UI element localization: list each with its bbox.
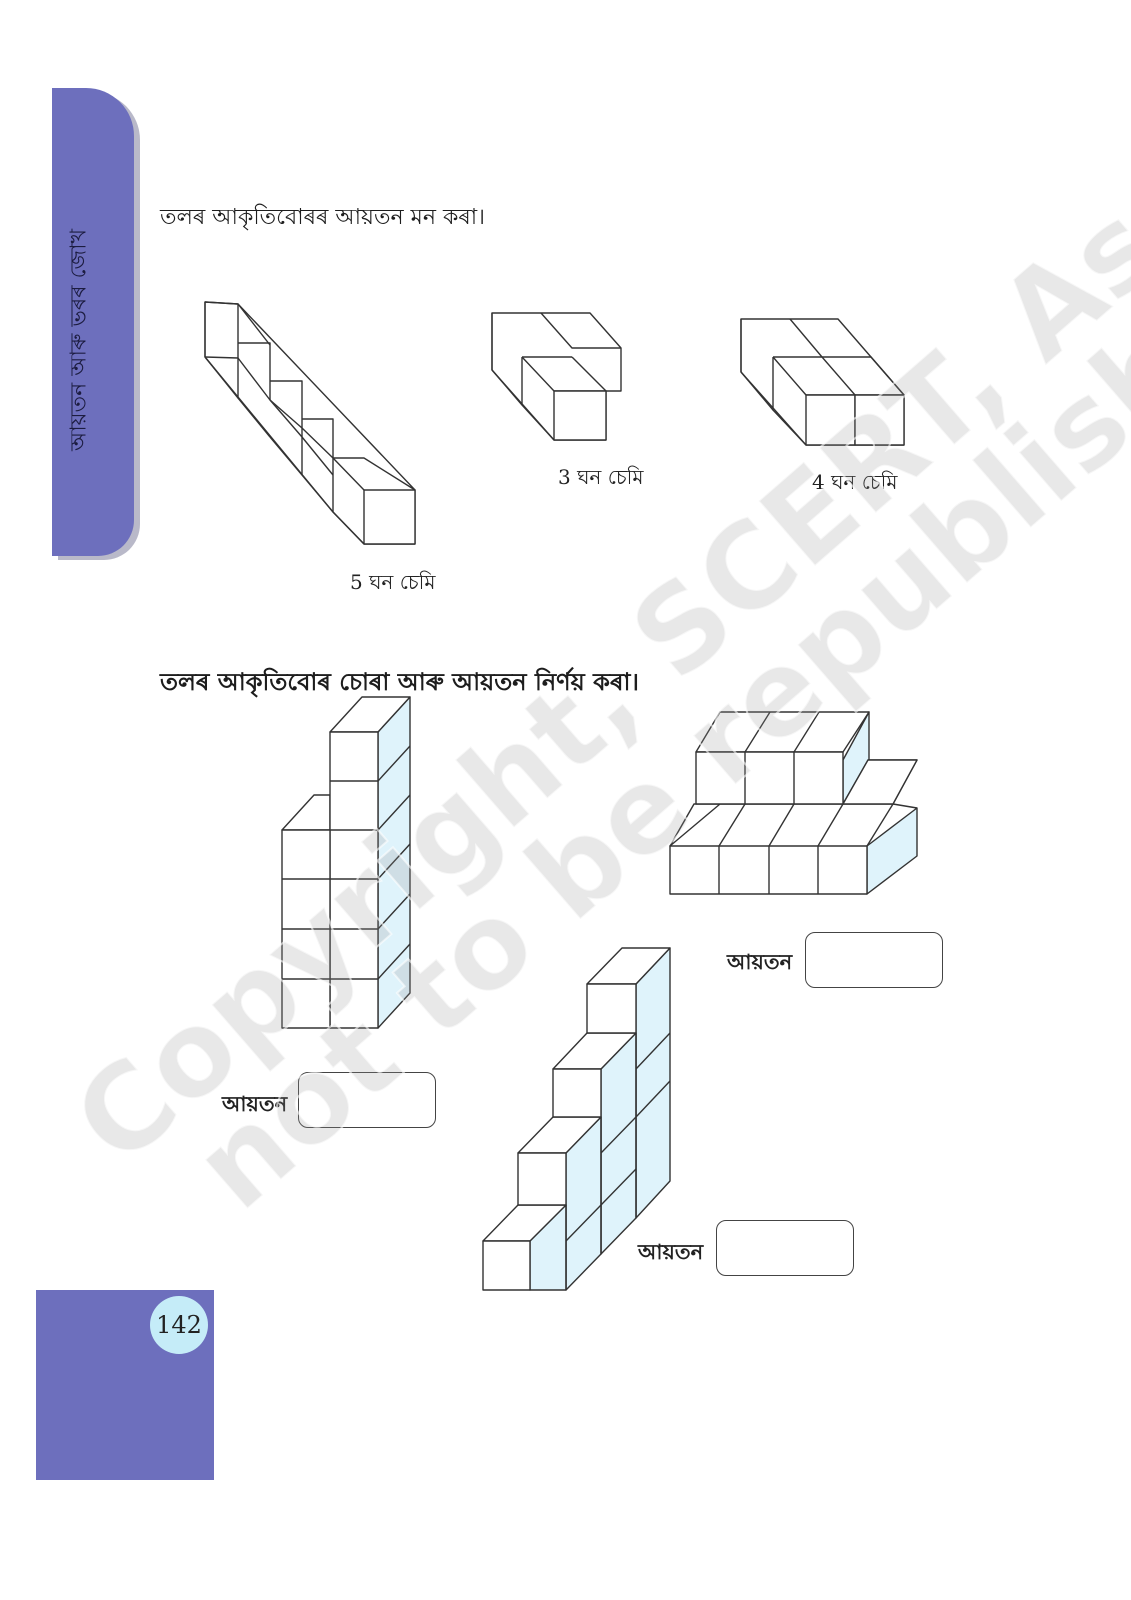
exercise-figure-staircase <box>482 947 671 1291</box>
exercise-figure-tower <box>281 696 411 1029</box>
instruction-find-volume: তলৰ আকৃতিবোৰ চোৰা আৰু আয়তন নিৰ্ণয় কৰা। <box>160 667 640 696</box>
example-figure-3-cubes <box>491 312 622 441</box>
caption-4-cubes: 4 ঘন চেমি <box>812 470 898 494</box>
volume-answer-box-tower[interactable] <box>298 1072 436 1128</box>
caption-3-cubes: 3 ঘন চেমি <box>558 465 644 489</box>
caption-5-cubes: 5 ঘন চেমি <box>350 570 436 594</box>
chapter-side-tab <box>52 88 134 556</box>
page-number: 142 <box>150 1296 208 1354</box>
example-figure-4-cubes <box>740 318 905 446</box>
volume-answer-box-steps-slab[interactable] <box>805 932 943 988</box>
volume-answer-box-staircase[interactable] <box>716 1220 854 1276</box>
instruction-estimate-volume: তলৰ আকৃতিবোৰৰ আয়তন মন কৰা। <box>160 205 485 230</box>
volume-label-tower: আয়তন <box>222 1091 288 1116</box>
volume-label-staircase: আয়তন <box>638 1239 704 1264</box>
exercise-figure-steps-slab <box>669 711 918 895</box>
example-figure-5-cubes <box>204 301 416 545</box>
volume-label-steps-slab: আয়তন <box>727 949 793 974</box>
